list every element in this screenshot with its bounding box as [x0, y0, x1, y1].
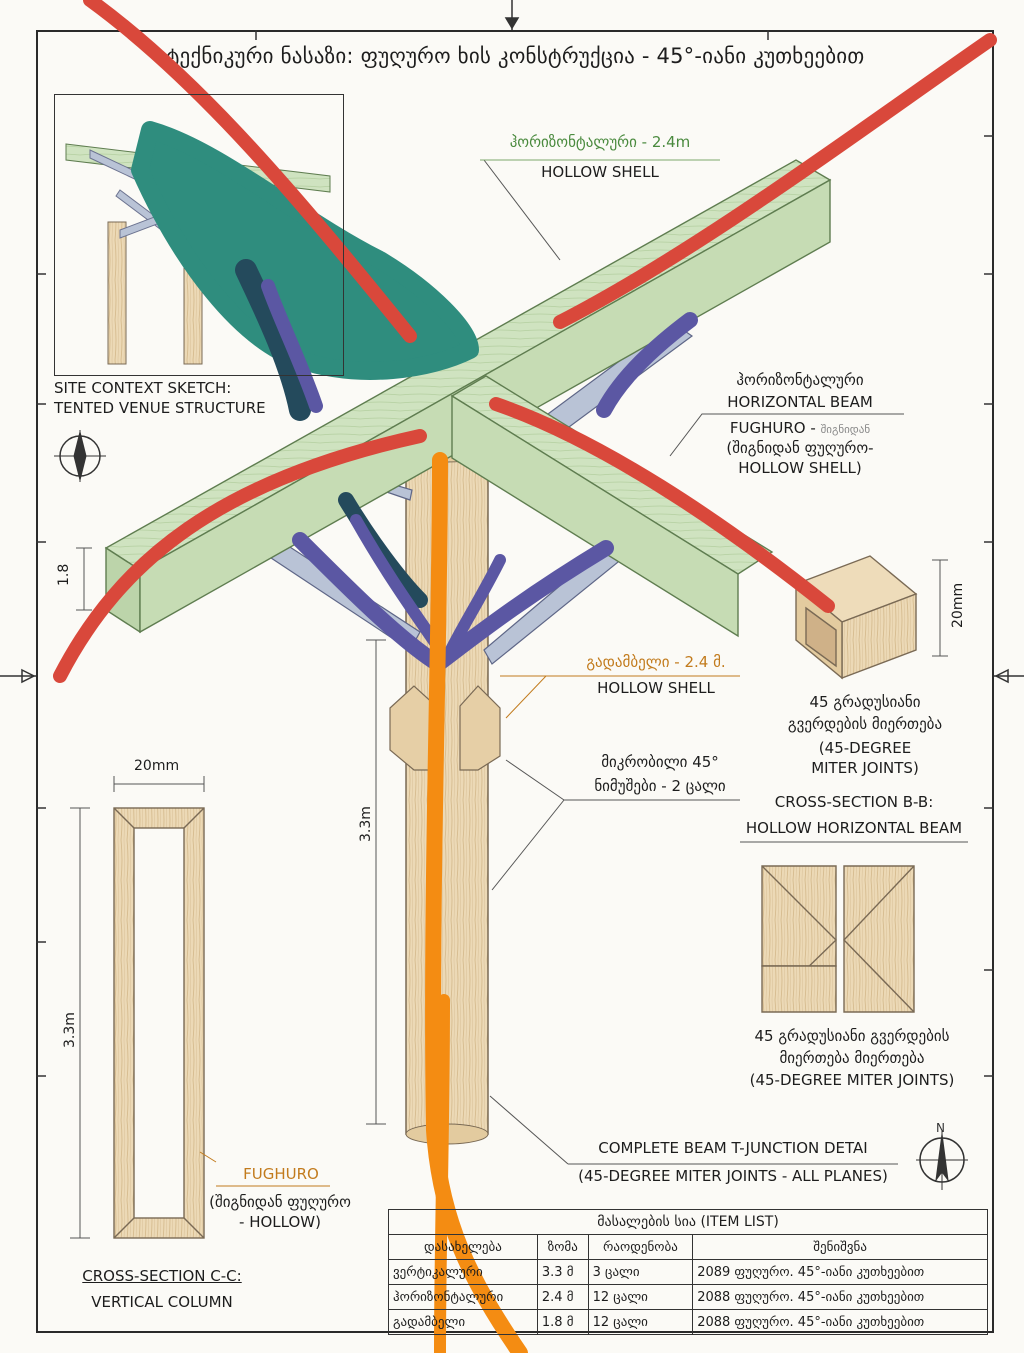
column-cross-section: [113, 807, 205, 1239]
hbeam-label-en: HORIZONTAL BEAM: [727, 393, 873, 411]
fughuro-column-note-2: - HOLLOW): [239, 1213, 321, 1231]
registration-marks: [0, 0, 1024, 1077]
brace-label-en: HOLLOW SHELL: [597, 679, 715, 697]
dimension-lines: [70, 547, 948, 1239]
section-bb-title: CROSS-SECTION B-B:: [774, 793, 934, 811]
table-cell: 3.3 მ: [536, 1259, 589, 1285]
top-beam-label-ka: ჰორიზონტალური - 2.4m: [509, 133, 691, 151]
inset-caption-line2: TENTED VENUE STRUCTURE: [54, 399, 266, 417]
svg-text:N: N: [936, 1121, 945, 1135]
table-cell: 2088 ფუღურო. 45°-იანი კუთხეებით: [692, 1309, 988, 1335]
compass-icon: [54, 430, 106, 482]
hbeam-label-ka: ჰორიზონტალური: [736, 371, 864, 389]
top-beam-label-en: HOLLOW SHELL: [541, 163, 659, 181]
detail-label-en: (45-DEGREE MITER JOINTS): [749, 1071, 955, 1089]
table-cell: 1.8 მ: [536, 1309, 589, 1335]
north-arrow-icon: N: [916, 1121, 968, 1190]
table-row: გადამბელი 1.8 მ 12 ცალი 2088 ფუღურო. 45°…: [388, 1309, 988, 1335]
table-cell: გადამბელი: [388, 1309, 538, 1335]
item-list-header: დასახელება: [388, 1234, 538, 1260]
miter-label-ka-2: გვერდების მიერთება: [787, 715, 943, 733]
item-list-title: მასალების სია (ITEM LIST): [388, 1209, 988, 1235]
miter-label-en-2: MITER JOINTS): [811, 759, 919, 777]
miter-label-ka-1: 45 გრადუსიანი: [809, 693, 921, 711]
table-cell: 2.4 მ: [536, 1284, 589, 1310]
section-cc-title: CROSS-SECTION C-C:: [82, 1267, 242, 1285]
table-cell: ვერტიკალური: [388, 1259, 538, 1285]
fughuro-column-label: FUGHURO: [243, 1165, 319, 1183]
brace-label-ka: გადამბელი - 2.4 მ.: [586, 653, 726, 671]
hbeam-note-1: (შიგნიდან ფუღურო-: [726, 439, 874, 457]
item-list-header-row: დასახელება ზომა რაოდენობა შენიშვნა: [388, 1234, 988, 1260]
miter-label-en-1: (45-DEGREE: [818, 739, 912, 757]
dim-beam-height: 1.8: [56, 563, 72, 586]
tjunction-subtitle: (45-DEGREE MITER JOINTS - ALL PLANES): [578, 1167, 888, 1185]
detail-label-ka-2: მიერთება მიერთება: [779, 1049, 925, 1067]
section-cc-subtitle: VERTICAL COLUMN: [91, 1293, 233, 1311]
table-cell: 2088 ფუღურო. 45°-იანი კუთხეებით: [692, 1284, 988, 1310]
hbeam-fughuro: FUGHURO - შიგნიდან: [729, 419, 871, 437]
fughuro-column-note-1: (შიგნიდან ფუღურო: [209, 1193, 351, 1211]
micro-label-1: მიკრობილი 45°: [601, 753, 719, 771]
site-context-inset: [54, 94, 344, 376]
inset-caption-line1: SITE CONTEXT SKETCH:: [54, 379, 232, 397]
dim-column-height-section: 3.3m: [62, 1012, 78, 1048]
annotation-scribbles: [53, 0, 997, 1353]
dim-block-height: 20mm: [950, 582, 966, 628]
beam-section-block: [794, 555, 918, 680]
table-cell: ჰორიზონტალური: [388, 1284, 538, 1310]
item-list-table: მასალების სია (ITEM LIST) დასახელება ზომ…: [388, 1209, 988, 1335]
table-row: ჰორიზონტალური 2.4 მ 12 ცალი 2088 ფუღურო.…: [388, 1284, 988, 1310]
dim-column-width: 20mm: [134, 758, 180, 774]
dim-column-height-main: 3.3m: [358, 806, 374, 842]
secondary-horizontal-beam: [450, 375, 774, 638]
item-list-header: შენიშვნა: [692, 1234, 988, 1260]
miter-joint-detail: [761, 865, 915, 1013]
table-cell: 12 ცალი: [587, 1284, 694, 1310]
hbeam-note-2: HOLLOW SHELL): [738, 459, 862, 477]
drawing-title: ტექნიკური ნასაზი: ფუღურო ხის კონსტრუქცია…: [165, 44, 865, 68]
leader-lines: [199, 159, 968, 1187]
micro-label-2: ნიმუშები - 2 ცალი: [594, 777, 726, 795]
table-cell: 2089 ფუღურო. 45°-იანი კუთხეებით: [692, 1259, 988, 1285]
table-cell: 12 ცალი: [587, 1309, 694, 1335]
section-bb-subtitle: HOLLOW HORIZONTAL BEAM: [745, 819, 963, 837]
table-row: ვერტიკალური 3.3 მ 3 ცალი 2089 ფუღურო. 45…: [388, 1259, 988, 1285]
tjunction-title: COMPLETE BEAM T-JUNCTION DETAI: [598, 1139, 868, 1157]
detail-label-ka-1: 45 გრადუსიანი გვერდების: [754, 1027, 950, 1045]
item-list-header: რაოდენობა: [587, 1234, 694, 1260]
table-cell: 3 ცალი: [587, 1259, 694, 1285]
item-list-header: ზომა: [536, 1234, 589, 1260]
